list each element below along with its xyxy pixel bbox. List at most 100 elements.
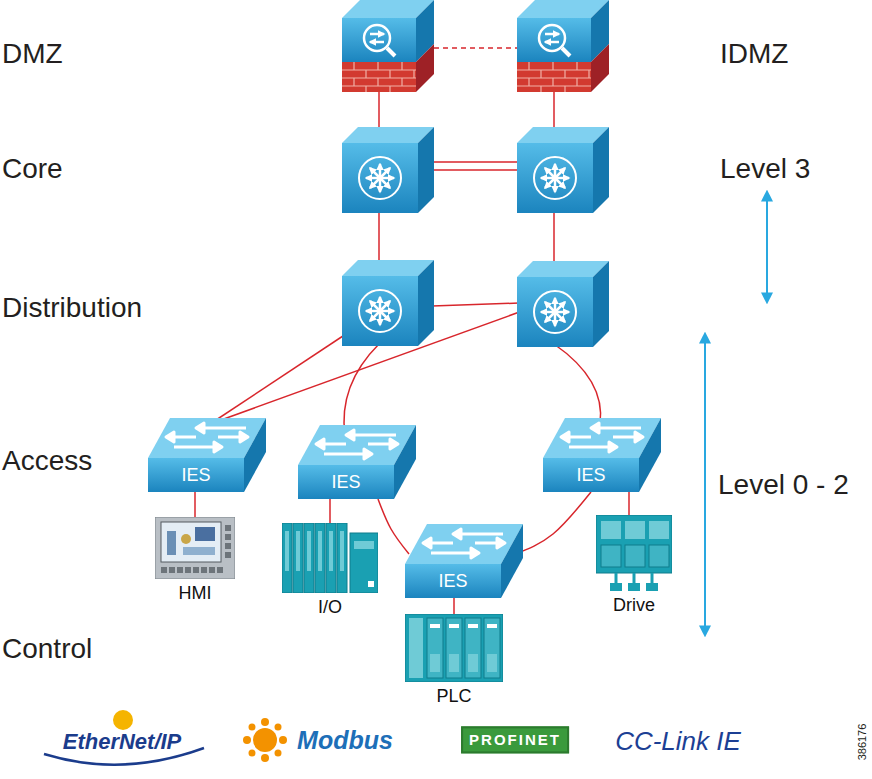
ring-link [378,499,409,554]
uplink-wires [432,161,519,163]
switch-label: IES [298,465,394,499]
device-picture [161,522,221,562]
layer-label: Access [2,445,92,477]
device-link [453,598,455,614]
zone-label: IDMZ [720,38,788,70]
device-picture [225,525,231,531]
distribution-switch-icon [517,261,609,347]
industrial-switch: IES [405,524,523,598]
ring-link [515,492,591,554]
device-picture [225,543,231,549]
device-picture [167,531,176,555]
device-picture [169,567,175,573]
device-picture [293,523,303,593]
device-picture [155,517,235,579]
level-label: Level 0 - 2 [718,469,849,501]
uplink-wires [553,90,555,130]
uplink-wires [554,344,601,424]
device-picture [315,523,325,593]
device-label: PLC [405,686,503,707]
layer-label: Core [2,153,63,185]
device-picture [651,573,654,583]
zone-label: DMZ [2,38,63,70]
control-device: Drive [596,515,672,616]
device-picture [161,567,167,573]
device-picture [193,567,199,573]
device-picture [633,573,636,583]
protocol-logo: EtherNet/IP [63,729,182,754]
device-picture [217,567,223,573]
switch-icon [148,458,244,492]
device-picture [449,624,459,628]
modbus-logo [243,736,251,744]
switch-icon [423,529,505,558]
device-picture [487,624,497,628]
core-switch-icon [517,127,609,213]
layer-label: Distribution [2,292,142,324]
device-picture [468,624,478,628]
control-device: HMI [155,517,235,604]
device-picture [487,654,497,672]
device-picture [446,618,462,678]
device-picture [296,531,300,571]
device-link [628,492,630,515]
device-picture [155,517,235,579]
control-device: I/O [282,523,378,618]
device-picture [405,614,503,682]
device-picture [326,523,336,593]
device-picture [649,545,669,567]
device-picture [282,523,292,593]
modbus-logo [261,718,269,726]
device-picture [405,614,503,682]
device-picture [430,654,440,672]
switch-icon [639,418,661,492]
device-link [329,499,331,523]
device-label: HMI [155,583,235,604]
device-picture [318,531,322,571]
device-picture [625,521,645,539]
device-picture [195,527,215,541]
device-picture [285,531,289,571]
device-picture [628,583,640,591]
switch-icon [543,458,639,492]
device-label: Drive [596,595,672,616]
device-picture [610,583,622,591]
figure-number: 386176 [856,724,869,761]
level-bracket-arrow [704,334,706,635]
device-picture [646,583,658,591]
switch-icon [394,425,416,499]
device-label: I/O [282,597,378,618]
redundancy-link [434,47,517,49]
device-picture [649,521,669,539]
switch-label: IES [148,458,244,492]
modbus-logo [253,728,277,752]
device-picture [185,567,191,573]
device-picture [209,567,215,573]
switch-icon [316,430,398,459]
layer-label: Control [2,633,92,665]
firewall-icon [342,0,609,92]
device-picture [307,531,311,571]
distribution-switch-icon [342,260,434,346]
uplink-wires [432,169,519,171]
firewall-icon [342,0,434,92]
device-picture [427,618,443,678]
core-switch-icon [342,127,609,213]
device-picture [625,545,645,567]
device-picture [601,545,621,567]
device-picture [368,581,374,587]
device-picture [430,624,440,628]
device-picture [329,531,333,571]
protocol-logo: PROFINET [461,726,569,753]
switch-icon [298,465,394,499]
device-picture [225,534,231,540]
switch-icon [501,524,523,598]
industrial-switch: IES [148,418,266,492]
device-picture [201,567,207,573]
modbus-logo [249,724,256,731]
switch-icon [244,418,266,492]
switch-icon [561,423,643,452]
level-label: Level 3 [720,153,810,185]
device-picture [350,533,378,593]
device-picture [468,654,478,672]
